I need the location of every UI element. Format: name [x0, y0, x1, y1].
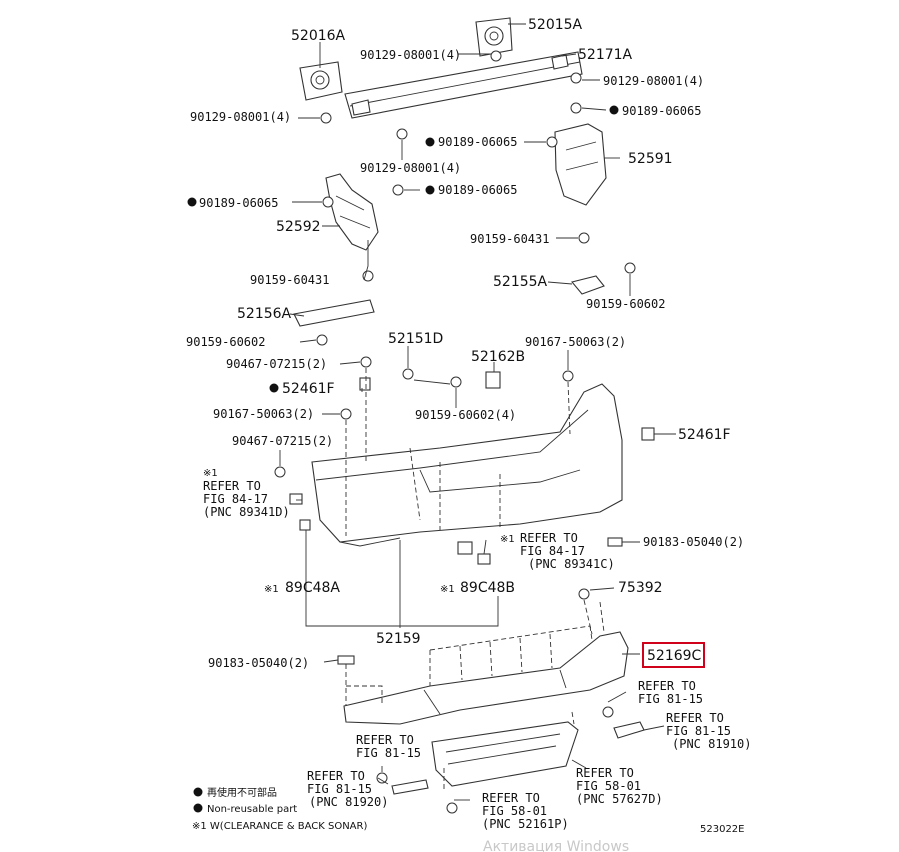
label-52156a: 52156A	[237, 306, 292, 322]
label-52015a: 52015A	[528, 17, 583, 33]
step-plate	[431, 721, 579, 787]
note-h-line2: FIG 58-01	[482, 804, 547, 818]
label-52159: 52159	[376, 631, 421, 647]
legend-line-1: 再使用不可部品	[207, 786, 277, 799]
note-g-line1: REFER TO	[576, 766, 634, 780]
label-75392: 75392	[618, 580, 663, 596]
lower-bumper-cover	[343, 625, 629, 725]
bracket-52015a	[475, 17, 513, 57]
note-d-line2: FIG 81-15	[666, 724, 731, 738]
label-90129-top-left: 90129-08001(4)	[360, 48, 461, 62]
non-reusable-markers	[187, 105, 619, 393]
label-89c48a: 89C48A	[285, 580, 340, 596]
note-c-line2: FIG 81-15	[638, 692, 703, 706]
note-mark-b: ※1	[500, 534, 515, 545]
legend-dot-1	[193, 787, 203, 797]
retainer-52156a	[293, 299, 375, 327]
label-90167-left: 90167-50063(2)	[213, 407, 314, 421]
note-b-line2: FIG 84-17	[520, 544, 585, 558]
note-mark-c: ※1	[264, 584, 279, 595]
label-90159-60431-right: 90159-60431	[470, 232, 549, 246]
note-b-line3: (PNC 89341C)	[528, 557, 615, 571]
label-89c48b: 89C48B	[460, 580, 515, 596]
label-52591: 52591	[628, 151, 673, 167]
figure-code: 523022E	[700, 824, 745, 835]
note-h-line3: (PNC 52161P)	[482, 817, 569, 831]
label-90159-60602-4: 90159-60602(4)	[415, 408, 516, 422]
note-a-line1: REFER TO	[203, 479, 261, 493]
rear-bumper-cover	[311, 383, 623, 547]
part-labels: 52016A 52015A 52171A 90129-08001(4) 9012…	[186, 17, 744, 670]
retainer-52155a	[571, 275, 605, 295]
label-90129-mid-left: 90129-08001(4)	[190, 110, 291, 124]
reference-notes: ※1 REFER TO FIG 84-17 (PNC 89341D) ※1 RE…	[203, 468, 751, 831]
note-c-line1: REFER TO	[638, 679, 696, 693]
note-g-line3: (PNC 57627D)	[576, 792, 663, 806]
bumper-reinforcement-beam	[344, 51, 583, 119]
note-mark-d: ※1	[440, 584, 455, 595]
side-bracket-52592	[325, 173, 379, 251]
note-a-line2: FIG 84-17	[203, 492, 268, 506]
highlighted-part: 52169C	[642, 642, 705, 668]
note-g-line2: FIG 58-01	[576, 779, 641, 793]
label-90159-60431-left: 90159-60431	[250, 273, 329, 287]
label-52151d: 52151D	[388, 331, 443, 347]
label-52592: 52592	[276, 219, 321, 235]
highlight-box	[642, 642, 705, 668]
label-52171a: 52171A	[578, 47, 633, 63]
leader-lines	[279, 23, 676, 801]
note-f-line1: REFER TO	[307, 769, 365, 783]
label-52162b: 52162B	[471, 349, 525, 365]
note-d-line1: REFER TO	[666, 711, 724, 725]
side-bracket-52591	[554, 123, 607, 206]
label-90129-mid-center: 90129-08001(4)	[360, 161, 461, 175]
label-52461f-right: 52461F	[678, 427, 731, 443]
label-90129-top-right: 90129-08001(4)	[603, 74, 704, 88]
label-90183-left: 90183-05040(2)	[208, 656, 309, 670]
label-90159-60602-left: 90159-60602	[186, 335, 265, 349]
note-b-line1: REFER TO	[520, 531, 578, 545]
note-mark-a: ※1	[203, 468, 218, 479]
label-52169c: 52169C	[647, 648, 702, 664]
label-52016a: 52016A	[291, 28, 346, 44]
assembly-guides	[345, 368, 605, 790]
note-a-line3: (PNC 89341D)	[203, 505, 290, 519]
note-e-line1: REFER TO	[356, 733, 414, 747]
note-f-line2: FIG 81-15	[307, 782, 372, 796]
label-90189-left-1: 90189-06065	[199, 196, 278, 210]
label-90467-a: 90467-07215(2)	[226, 357, 327, 371]
label-90183-right: 90183-05040(2)	[643, 535, 744, 549]
note-h-line1: REFER TO	[482, 791, 540, 805]
legend-dot-2	[193, 803, 203, 813]
bracket-52016a	[299, 61, 343, 101]
legend-line-3: ※1 W(CLEARANCE & BACK SONAR)	[192, 821, 367, 832]
os-watermark: Активация Windows	[483, 839, 629, 852]
label-52461f-left: 52461F	[282, 381, 335, 397]
label-90159-60602-right: 90159-60602	[586, 297, 665, 311]
label-90189-right-1: 90189-06065	[622, 104, 701, 118]
note-d-line3: (PNC 81910)	[672, 737, 751, 751]
note-f-line3: (PNC 81920)	[309, 795, 388, 809]
note-e-line2: FIG 81-15	[356, 746, 421, 760]
label-90189-right-2: 90189-06065	[438, 135, 517, 149]
clips-and-bolts	[274, 50, 636, 814]
label-90189-left-2: 90189-06065	[438, 183, 517, 197]
legend: 再使用不可部品 Non-reusable part ※1 W(CLEARANCE…	[192, 786, 367, 832]
label-90167-right: 90167-50063(2)	[525, 335, 626, 349]
label-90467-b: 90467-07215(2)	[232, 434, 333, 448]
legend-line-2: Non-reusable part	[207, 804, 297, 815]
label-52155a: 52155A	[493, 274, 548, 290]
